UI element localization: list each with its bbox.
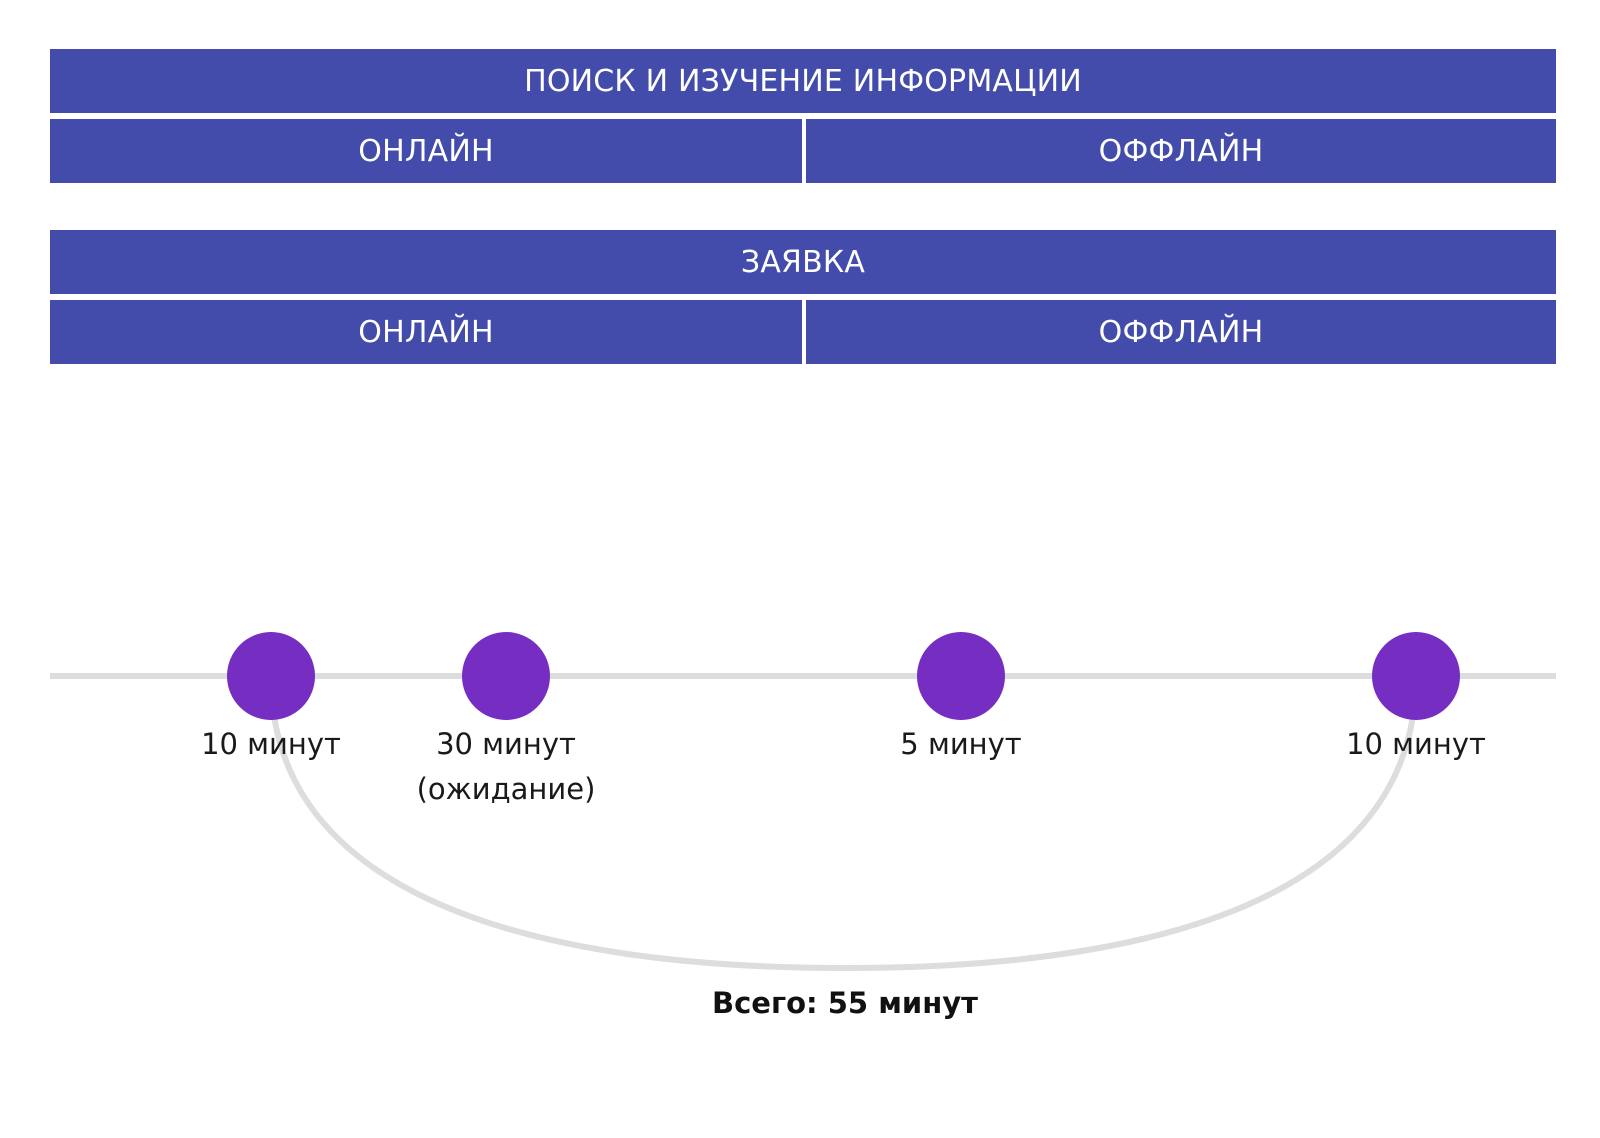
timeline-node-1	[227, 632, 315, 720]
step-label-2-line1: 30 минут	[436, 727, 576, 761]
step-label-2-line2: (ожидание)	[416, 772, 596, 806]
step-label-4: 10 минут	[1296, 722, 1536, 767]
search-offline-bar: ОФФЛАЙН	[806, 119, 1556, 183]
request-section: ЗАЯВКА ОНЛАЙН ОФФЛАЙН	[50, 230, 1556, 364]
search-section: ПОИСК И ИЗУЧЕНИЕ ИНФОРМАЦИИ ОНЛАЙН ОФФЛА…	[50, 49, 1556, 183]
step-label-2: 30 минут (ожидание)	[386, 722, 626, 812]
step-label-3-line1: 5 минут	[900, 727, 1022, 761]
request-online-bar: ОНЛАЙН	[50, 300, 802, 364]
step-label-1: 10 минут	[151, 722, 391, 767]
total-arc	[268, 675, 1419, 972]
timeline-node-3	[917, 632, 1005, 720]
step-label-1-line1: 10 минут	[201, 727, 341, 761]
search-title-bar: ПОИСК И ИЗУЧЕНИЕ ИНФОРМАЦИИ	[50, 49, 1556, 113]
request-title-bar: ЗАЯВКА	[50, 230, 1556, 294]
request-offline-bar: ОФФЛАЙН	[806, 300, 1556, 364]
timeline-node-4	[1372, 632, 1460, 720]
total-duration: Всего: 55 минут	[712, 986, 978, 1020]
timeline-node-2	[462, 632, 550, 720]
search-online-bar: ОНЛАЙН	[50, 119, 802, 183]
step-label-3: 5 минут	[841, 722, 1081, 767]
step-label-4-line1: 10 минут	[1346, 727, 1486, 761]
